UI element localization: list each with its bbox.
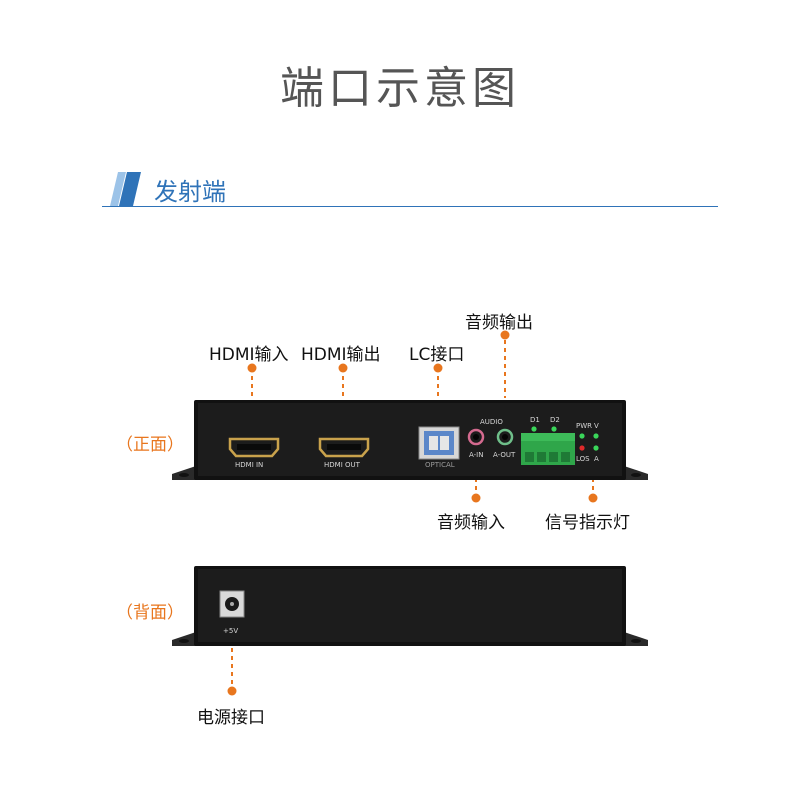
back-device <box>172 566 648 646</box>
d1-text: D1 <box>530 416 540 424</box>
audio-out-jack <box>496 428 514 446</box>
lc-optical-port <box>418 426 460 460</box>
plus5v-text: +5V <box>223 627 239 635</box>
hdmi-out-port <box>318 437 370 458</box>
section-title: 发射端 <box>154 178 226 206</box>
back-side-label: （背面） <box>116 603 184 623</box>
callout-hdmi-in: HDMI输入 <box>209 345 289 365</box>
los-text: LOS <box>576 455 590 463</box>
section-stripe-icon <box>110 172 141 206</box>
callout-signal-indicator: 信号指示灯 <box>545 513 630 533</box>
hdmi-out-text: HDMI OUT <box>324 461 360 469</box>
front-device <box>172 400 648 480</box>
callout-audio-in: 音频输入 <box>437 513 505 533</box>
a-out-text: A-OUT <box>493 451 516 459</box>
callout-power-port: 电源接口 <box>197 708 265 728</box>
v-text: V <box>594 422 599 430</box>
a-text: A <box>594 455 599 463</box>
dc-power-jack <box>219 590 245 618</box>
a-in-text: A-IN <box>469 451 484 459</box>
callout-audio-out: 音频输出 <box>465 313 533 333</box>
page-title: 端口示意图 <box>280 63 520 114</box>
audio-text: AUDIO <box>480 418 503 426</box>
pwr-text: PWR <box>576 422 593 430</box>
hdmi-in-text: HDMI IN <box>235 461 264 469</box>
indicator-leds <box>531 426 599 451</box>
audio-in-jack <box>467 428 485 446</box>
d2-text: D2 <box>550 416 560 424</box>
callout-hdmi-out: HDMI输出 <box>301 345 381 365</box>
callout-lc-port: LC接口 <box>409 345 465 365</box>
front-side-label: （正面） <box>116 435 184 455</box>
section-divider <box>102 206 718 207</box>
terminal-block <box>521 433 575 465</box>
hdmi-in-port <box>228 437 280 458</box>
optical-text: OPTICAL <box>425 461 455 469</box>
